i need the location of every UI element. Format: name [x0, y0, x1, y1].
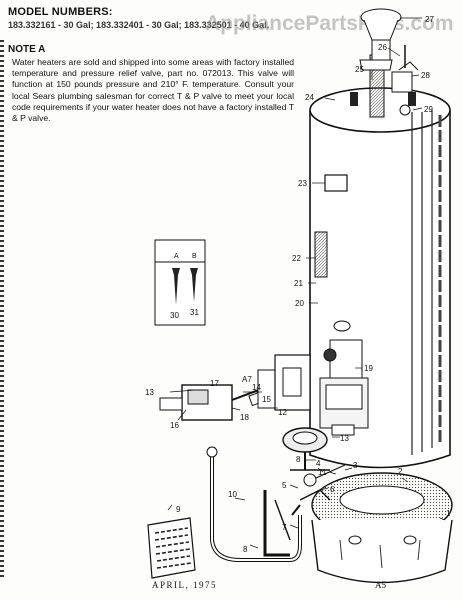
screw-label-b: B [192, 253, 197, 260]
part-label: 13 [340, 434, 349, 443]
part-label: 24 [305, 93, 314, 102]
part-label: 6 [330, 485, 335, 494]
screw-number-a: 30 [170, 311, 179, 320]
part-label: 25 [355, 65, 364, 74]
screw-label-a: A [174, 253, 179, 260]
part-label: 19 [364, 364, 373, 373]
part-label: 21 [294, 279, 303, 288]
part-label: 4 [316, 459, 321, 468]
tank-base [311, 472, 453, 584]
part-label: 27 [425, 15, 434, 24]
model-numbers-title: MODEL NUMBERS: [8, 6, 113, 18]
part-label: 16 [170, 421, 179, 430]
part-label: 28 [421, 71, 430, 80]
part-label: 10 [228, 490, 237, 499]
screw-number-b: 31 [190, 308, 199, 317]
part-label: 11 [318, 468, 327, 477]
part-label: 3 [353, 461, 358, 470]
tubing [206, 446, 302, 562]
part-label: 17 [210, 379, 219, 388]
instruction-label [147, 517, 196, 579]
publication-date: APRIL, 1975 [152, 580, 218, 590]
part-label: 14 [252, 383, 261, 392]
gas-control-assembly [159, 354, 311, 421]
model-numbers-list: 183.332161 - 30 Gal; 183.332401 - 30 Gal… [8, 20, 270, 30]
part-label: 2 [398, 467, 403, 476]
part-label: 23 [298, 179, 307, 188]
burner-assembly [282, 427, 346, 501]
part-label: 18 [240, 413, 249, 422]
part-label: 22 [292, 254, 301, 263]
part-label: 1 [446, 509, 451, 518]
part-label: 9 [176, 505, 181, 514]
page-edge-mark [0, 40, 4, 580]
part-label: 29 [424, 105, 433, 114]
instruction-plate [329, 339, 363, 379]
tank [309, 8, 451, 469]
access-plate [274, 354, 311, 411]
part-label: 12 [278, 408, 287, 417]
note-title: NOTE A [8, 44, 46, 55]
part-label: 7 [282, 523, 287, 532]
part-label: 8 [296, 455, 301, 464]
part-label: 15 [262, 395, 271, 404]
part-label: 8 [243, 545, 248, 554]
part-label: 20 [295, 299, 304, 308]
rating-label [324, 174, 348, 192]
thermostat-cover [314, 231, 328, 278]
part-number-labels: 27 26 25 28 29 24 23 22 21 20 19 12 13 A… [145, 15, 451, 554]
note-body: Water heaters are sold and shipped into … [12, 57, 294, 124]
page-id: A5 [375, 580, 386, 590]
part-label: 5 [282, 481, 287, 490]
part-label: A7 [242, 375, 252, 384]
leader-lines [167, 17, 446, 549]
part-label: 26 [378, 43, 387, 52]
screws-box [154, 239, 206, 326]
part-label: 13 [145, 388, 154, 397]
